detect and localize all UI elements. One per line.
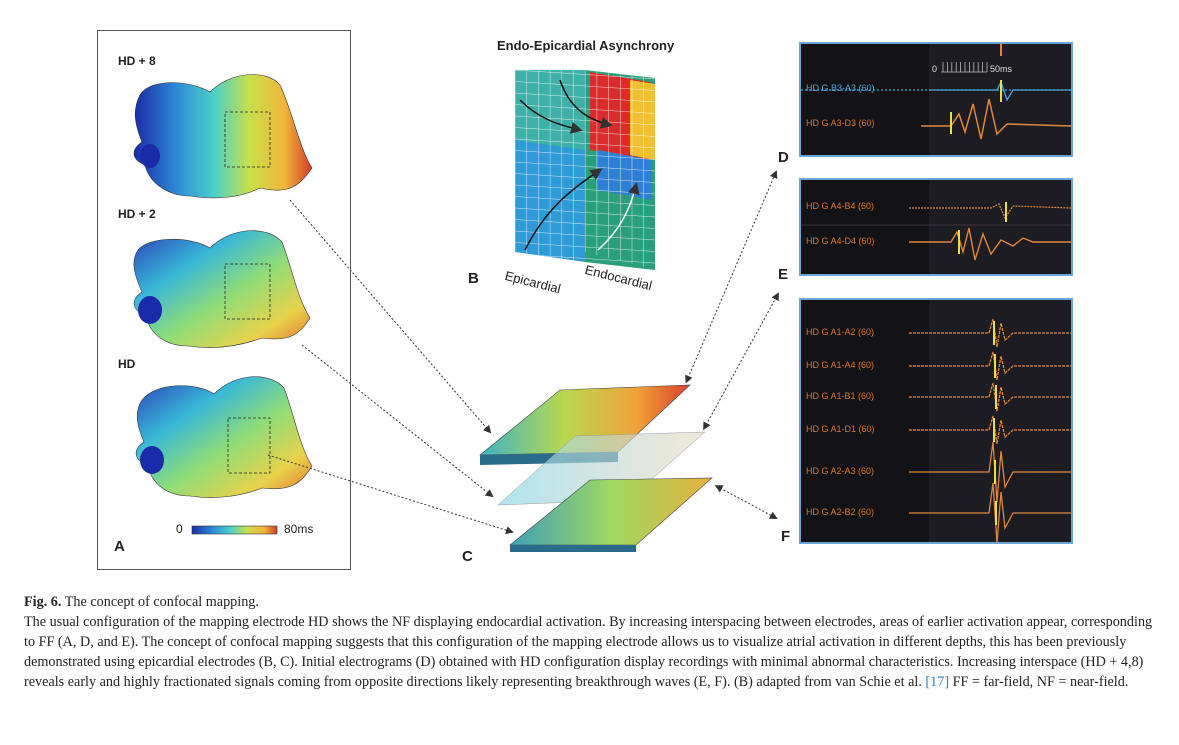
caption-heading: Fig. 6. The concept of confocal mapping. [24,592,1156,612]
trace-label-a4-b4: HD G A4-B4 (60) [806,201,875,211]
trace-label-a1-d1: HD G A1-D1 (60) [806,424,875,434]
label-hd2: HD + 2 [118,207,156,221]
panel-letter-a: A [114,538,125,555]
caption-text: The usual configuration of the mapping e… [24,614,1153,690]
asynchrony-grid [514,69,656,270]
figure-graphics [133,69,779,552]
caption-reference-link[interactable]: [17] [925,674,950,690]
label-hd: HD [118,357,136,371]
caption-body: The usual configuration of the mapping e… [24,612,1156,692]
scale-min: 0 [176,522,183,536]
egm-traces-d [801,44,1071,155]
trace-label-a3-d3: HD G A3-D3 (60) [806,118,875,128]
caption-abbreviations: FF = far-field, NF = near-field. [952,674,1129,690]
confocal-slabs [479,384,713,552]
asynchrony-title: Endo-Epicardial Asynchrony [497,38,675,53]
color-scale-bar [191,525,278,535]
panel-letter-c: C [462,548,473,565]
panel-letter-d: D [778,149,789,166]
egm-panel-e: HD G A4-B4 (60) HD G A4-D4 (60) [799,178,1073,276]
caption-label: Fig. 6. [24,594,62,610]
egm-panel-d: 0 50ms HD G B3-A3 (60) HD G A3-D3 (60) [799,42,1073,157]
trace-label-a1-a4: HD G A1-A4 (60) [806,360,875,370]
label-hd8: HD + 8 [118,54,156,68]
egm-panel-f: HD G A1-A2 (60) HD G A1-A4 (60) HD G A1-… [799,298,1073,544]
trace-label-a2-a3: HD G A2-A3 (60) [806,466,875,476]
caption-title: The concept of confocal mapping. [64,594,259,610]
atrial-map-hd2 [133,230,311,348]
atrial-map-hd [135,376,313,498]
panel-letter-e: E [778,266,789,283]
trace-label-a4-d4: HD G A4-D4 (60) [806,236,875,246]
panel-a-frame [97,30,351,570]
egm-scale-min: 0 [932,64,938,74]
egm-traces-f [909,300,1071,542]
trace-label-b3-a3: HD G B3-A3 (60) [806,83,875,93]
trace-label-a2-b2: HD G A2-B2 (60) [806,507,875,517]
panel-letter-f: F [781,528,791,545]
egm-scale-max: 50ms [990,64,1013,74]
trace-label-a1-b1: HD G A1-B1 (60) [806,391,875,401]
egm-traces-e [801,180,1071,274]
figure-caption: Fig. 6. The concept of confocal mapping.… [24,592,1156,692]
trace-label-a1-a2: HD G A1-A2 (60) [806,327,875,337]
scale-max: 80ms [284,522,314,536]
panel-letter-b: B [468,270,479,287]
atrial-map-hd8 [133,74,313,199]
